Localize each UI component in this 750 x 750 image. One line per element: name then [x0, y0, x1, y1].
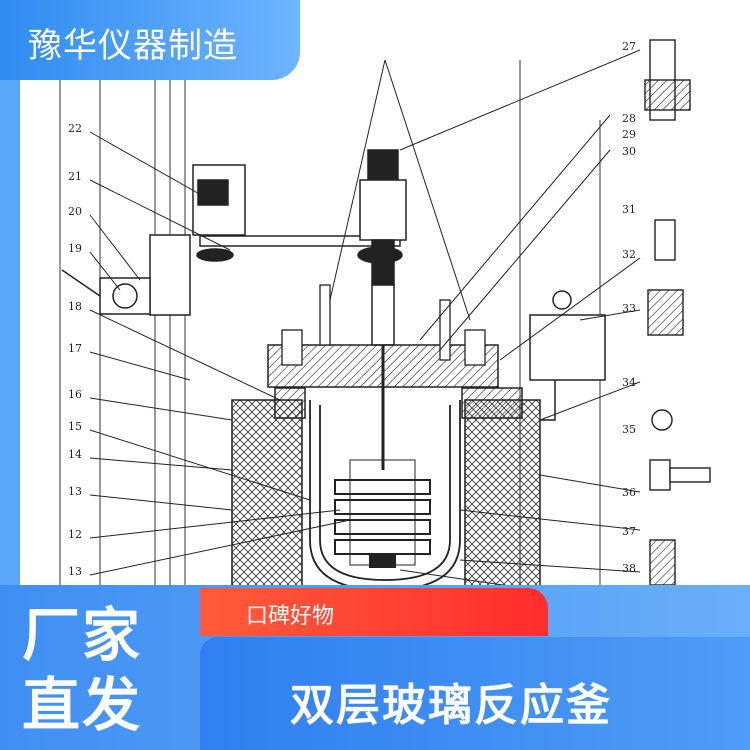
callout-label: 34	[622, 376, 636, 389]
callout-label: 31	[622, 203, 636, 216]
heating-coil	[334, 459, 431, 568]
frame-lines	[59, 60, 601, 600]
callout-label: 17	[68, 342, 82, 355]
callout-label: 12	[68, 528, 82, 541]
callout-label: 38	[622, 562, 636, 575]
reputation-tag-label: 口碑好物	[246, 604, 335, 629]
callout-label: 13	[68, 565, 82, 578]
heating-jacket	[231, 387, 541, 591]
callout-label: 35	[622, 423, 636, 436]
callout-label: 32	[622, 248, 636, 261]
callout-label: 20	[68, 205, 82, 218]
callout-label: 37	[622, 525, 636, 538]
callout-label: 28	[622, 112, 636, 125]
callout-label: 14	[68, 448, 82, 461]
lid-ports	[281, 284, 486, 366]
left-frame-stripe	[0, 80, 20, 600]
callout-label: 16	[68, 388, 82, 401]
spindle	[359, 149, 407, 470]
callout-label: 13	[68, 485, 82, 498]
callout-labels-right: 27 28 29 30 31 32 33 34 35 36 37 38 39 4…	[622, 40, 636, 635]
callout-label: 21	[68, 170, 82, 183]
motor	[149, 164, 403, 316]
callout-label: 36	[622, 486, 636, 499]
callout-label: 19	[68, 242, 82, 255]
callout-label: 33	[622, 302, 636, 315]
brand-name: 豫华仪器制造	[28, 26, 238, 66]
reactor-lid	[267, 344, 499, 388]
callout-label: 22	[68, 122, 82, 135]
hand-crank	[61, 269, 151, 315]
callout-label: 15	[68, 420, 82, 433]
reputation-tag: 口碑好物	[200, 588, 548, 636]
callout-labels-left: 22 21 20 19 18 17 16 15 14 13 12 13	[68, 122, 82, 578]
callout-label: 30	[622, 145, 636, 158]
brand-banner: 豫华仪器制造	[0, 0, 300, 80]
product-title: 双层玻璃反应釜	[290, 680, 612, 731]
callout-label: 27	[622, 40, 636, 53]
factory-direct-badge: 厂家 直发	[22, 600, 197, 740]
product-title-bar: 双层玻璃反应釜	[200, 637, 750, 750]
badge-line-2: 直发	[22, 671, 143, 739]
callout-label: 18	[68, 300, 82, 313]
badge-line-1: 厂家	[22, 601, 143, 669]
side-tank	[529, 290, 606, 421]
detail-drawings	[644, 39, 711, 586]
callout-label: 29	[622, 128, 636, 141]
